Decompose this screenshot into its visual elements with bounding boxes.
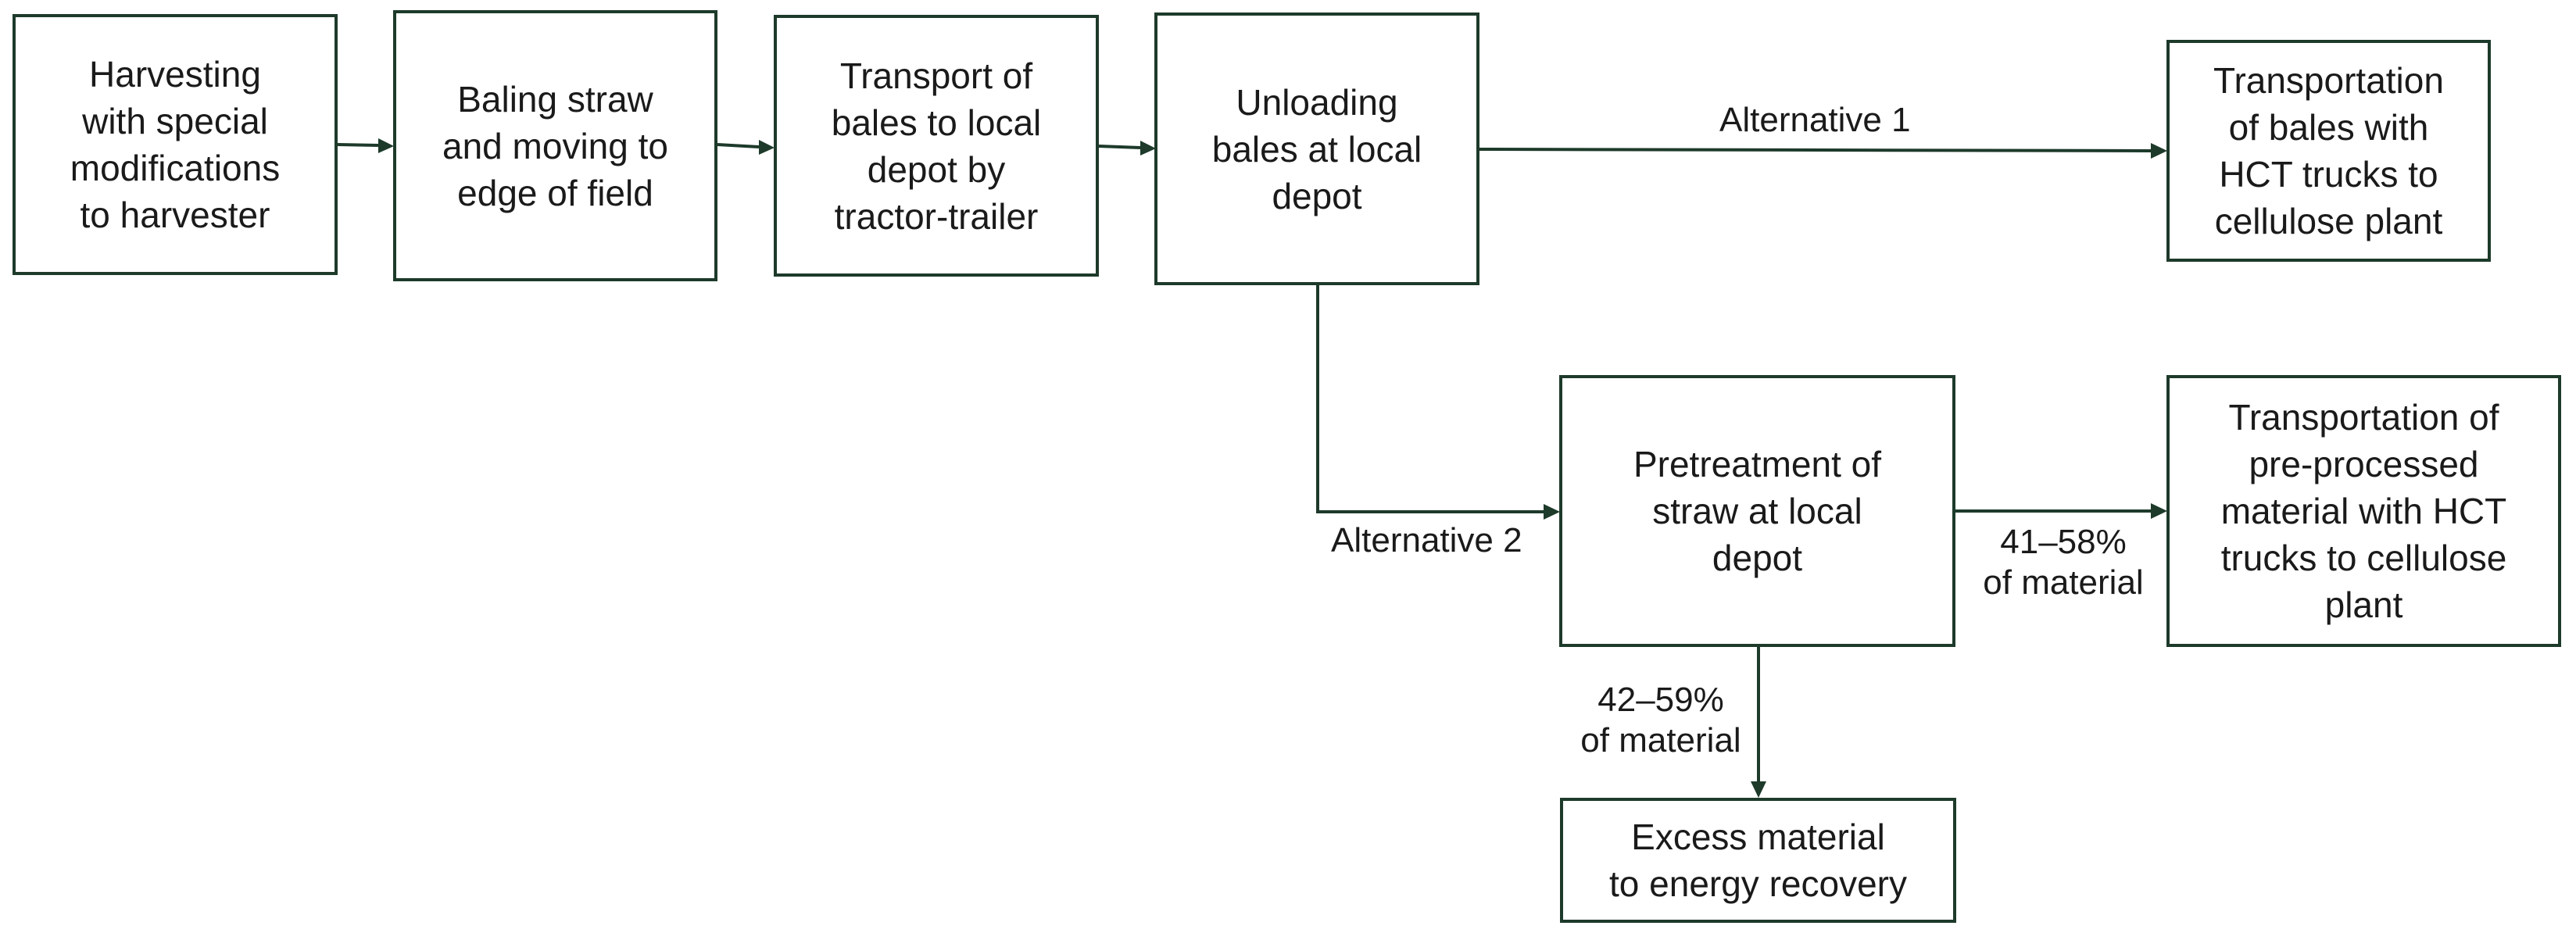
box-baling: Baling straw and moving to edge of field: [393, 10, 717, 281]
arrowhead-transport-to-unloading: [1140, 141, 1156, 155]
box-excess-material: Excess material to energy recovery: [1560, 798, 1956, 923]
label-alternative-2: Alternative 2: [1331, 521, 1522, 559]
box-pretreatment: Pretreatment of straw at local depot: [1559, 375, 1955, 647]
arrowhead-alternative-1: [2151, 143, 2167, 159]
box-transport-preprocessed: Transportation of pre-processed material…: [2166, 375, 2561, 647]
arrowhead-alternative-2: [1544, 504, 1560, 520]
arrow-baling-to-transport: [717, 143, 760, 148]
label-share-to-energy: 42–59% of material: [1580, 681, 1741, 760]
arrow-transport-to-unloading: [1098, 145, 1141, 149]
arrow-alternative-2: [1316, 285, 1544, 513]
arrow-alternative-1: [1479, 148, 2152, 152]
box-transport-bales: Transportation of bales with HCT trucks …: [2166, 40, 2491, 262]
label-alternative-1: Alternative 1: [1719, 101, 1911, 139]
box-unloading: Unloading bales at local depot: [1154, 13, 1479, 285]
arrowhead-harvesting-to-baling: [378, 138, 394, 153]
arrowhead-pretreatment-to-energy: [1751, 781, 1766, 798]
arrowhead-baling-to-transport: [759, 140, 775, 155]
label-share-to-plant: 41–58% of material: [1983, 523, 2144, 602]
arrowhead-pretreatment-to-plant: [2151, 503, 2167, 519]
box-transport-to-depot: Transport of bales to local depot by tra…: [774, 15, 1099, 277]
box-harvesting: Harvesting with special modifications to…: [13, 14, 338, 275]
